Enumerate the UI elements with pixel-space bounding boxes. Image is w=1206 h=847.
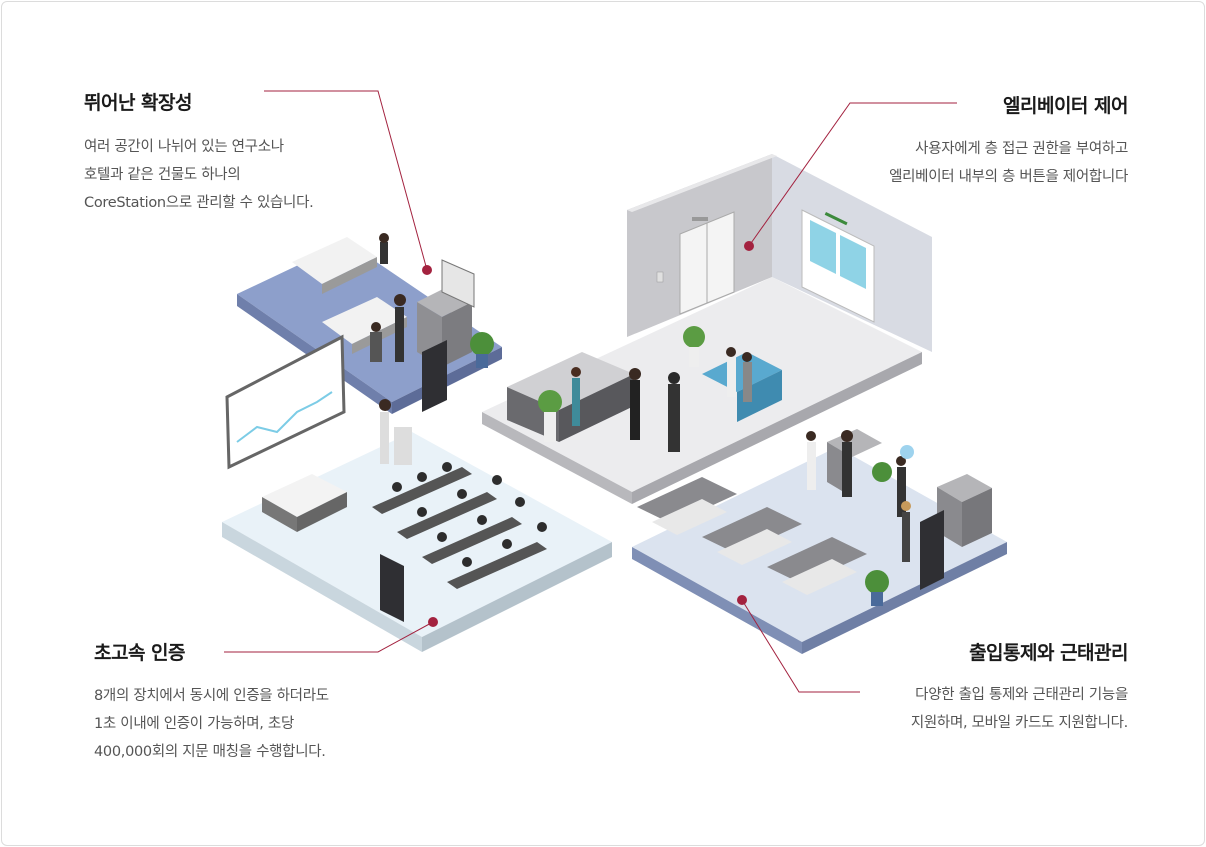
workspace-module <box>632 429 1007 654</box>
description-line: 여러 공간이 나뉘어 있는 연구소나 <box>84 139 284 155</box>
description-line: 호텔과 같은 건물도 하나의 <box>84 167 241 183</box>
callout-line-speed <box>224 621 434 653</box>
feature-description: 사용자에게 층 접근 권한을 부여하고 엘리베이터 내부의 층 버튼을 제어합니… <box>889 135 1128 191</box>
description-line: 8개의 장치에서 동시에 인증을 하더라도 <box>94 688 329 704</box>
feature-title: 초고속 인증 <box>94 642 186 664</box>
callout-lines <box>224 90 957 693</box>
description-line: CoreStation으로 관리할 수 있습니다. <box>84 195 314 211</box>
callout-line-scalability <box>264 90 428 271</box>
description-line: 400,000회의 지문 매칭을 수행합니다. <box>94 744 326 760</box>
callout-dot-access <box>737 595 747 605</box>
callout-dot-scalability <box>422 265 432 275</box>
description-line: 엘리베이터 내부의 층 버튼을 제어합니다 <box>889 169 1128 185</box>
feature-description: 다양한 출입 통제와 근태관리 기능을 지원하며, 모바일 카드도 지원합니다. <box>911 681 1128 737</box>
description-line: 1초 이내에 인증이 가능하며, 초당 <box>94 716 294 732</box>
description-line: 다양한 출입 통제와 근태관리 기능을 <box>915 687 1128 703</box>
callout-dot-speed <box>428 617 438 627</box>
feature-scalability: 뛰어난 확장성 여러 공간이 나뉘어 있는 연구소나 호텔과 같은 건물도 하나… <box>84 88 314 217</box>
lobby-module <box>482 154 932 504</box>
feature-elevator: 엘리베이터 제어 사용자에게 층 접근 권한을 부여하고 엘리베이터 내부의 층… <box>889 91 1128 191</box>
feature-title: 뛰어난 확장성 <box>84 92 193 114</box>
feature-title: 엘리베이터 제어 <box>1003 95 1128 117</box>
seminar-module <box>222 334 612 652</box>
callout-line-access <box>741 599 860 693</box>
feature-description: 8개의 장치에서 동시에 인증을 하더라도 1초 이내에 인증이 가능하며, 초… <box>94 682 329 766</box>
callout-dot-elevator <box>744 241 754 251</box>
feature-description: 여러 공간이 나뉘어 있는 연구소나 호텔과 같은 건물도 하나의 CoreSt… <box>84 133 314 217</box>
callout-dots <box>422 241 754 627</box>
feature-access: 출입통제와 근태관리 다양한 출입 통제와 근태관리 기능을 지원하며, 모바일… <box>911 638 1129 737</box>
feature-speed: 초고속 인증 8개의 장치에서 동시에 인증을 하더라도 1초 이내에 인증이 … <box>94 638 329 766</box>
description-line: 사용자에게 층 접근 권한을 부여하고 <box>915 141 1128 157</box>
feature-title: 출입통제와 근태관리 <box>969 642 1128 664</box>
description-line: 지원하며, 모바일 카드도 지원합니다. <box>910 715 1128 731</box>
callout-line-elevator <box>748 102 957 247</box>
